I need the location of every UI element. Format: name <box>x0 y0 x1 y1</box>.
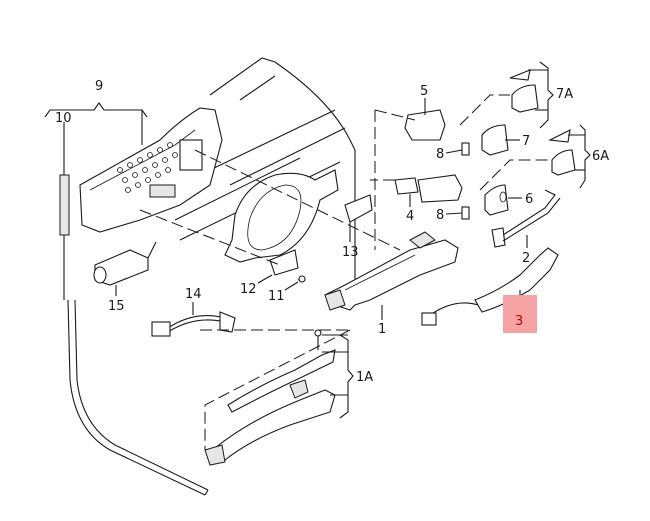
label-14: 14 <box>185 287 202 302</box>
part-10-rod <box>59 128 209 496</box>
label-6: 6 <box>525 192 533 207</box>
label-11: 11 <box>268 289 285 304</box>
part-labels: 9 10 5 7A 7 8 6A 4 6 8 13 2 15 14 12 11 … <box>55 79 609 385</box>
part-6A-cap-set <box>548 129 576 176</box>
label-12: 12 <box>240 282 257 297</box>
label-7A: 7A <box>556 87 573 102</box>
part-8-pins <box>461 142 470 220</box>
part-3-cover <box>421 247 559 326</box>
part-15-connector <box>93 249 149 286</box>
label-8-upper: 8 <box>436 147 444 162</box>
part-4-lock-cylinder <box>394 174 463 203</box>
label-9: 9 <box>95 79 103 94</box>
label-15: 15 <box>108 299 125 314</box>
part-6-cap <box>484 184 509 216</box>
part-9-carrier <box>79 107 223 233</box>
part-11-screw <box>297 275 306 283</box>
label-4: 4 <box>406 209 414 224</box>
part-14-wire <box>151 311 236 337</box>
part-7-cap <box>481 124 509 156</box>
label-2: 2 <box>522 251 530 266</box>
part-7A-cap-set <box>509 69 539 113</box>
label-6A: 6A <box>592 149 609 164</box>
part-2-seal <box>491 189 561 248</box>
label-1: 1 <box>378 322 386 337</box>
door-bezel <box>224 169 339 263</box>
label-5: 5 <box>420 84 428 99</box>
label-10: 10 <box>55 111 72 126</box>
label-13: 13 <box>342 245 359 260</box>
label-7: 7 <box>522 134 530 149</box>
part-5-lock-housing <box>404 109 446 141</box>
part-13-cap <box>344 194 373 223</box>
highlight-part-3 <box>503 295 537 333</box>
assembly-lines <box>139 94 550 450</box>
leader-lines <box>44 61 591 419</box>
label-1A: 1A <box>356 370 373 385</box>
part-1-handle <box>324 231 459 311</box>
label-3[interactable]: 3 <box>515 314 523 329</box>
label-8-lower: 8 <box>436 208 444 223</box>
part-12-gasket <box>269 249 299 276</box>
part-1A-handle-set <box>204 329 336 466</box>
